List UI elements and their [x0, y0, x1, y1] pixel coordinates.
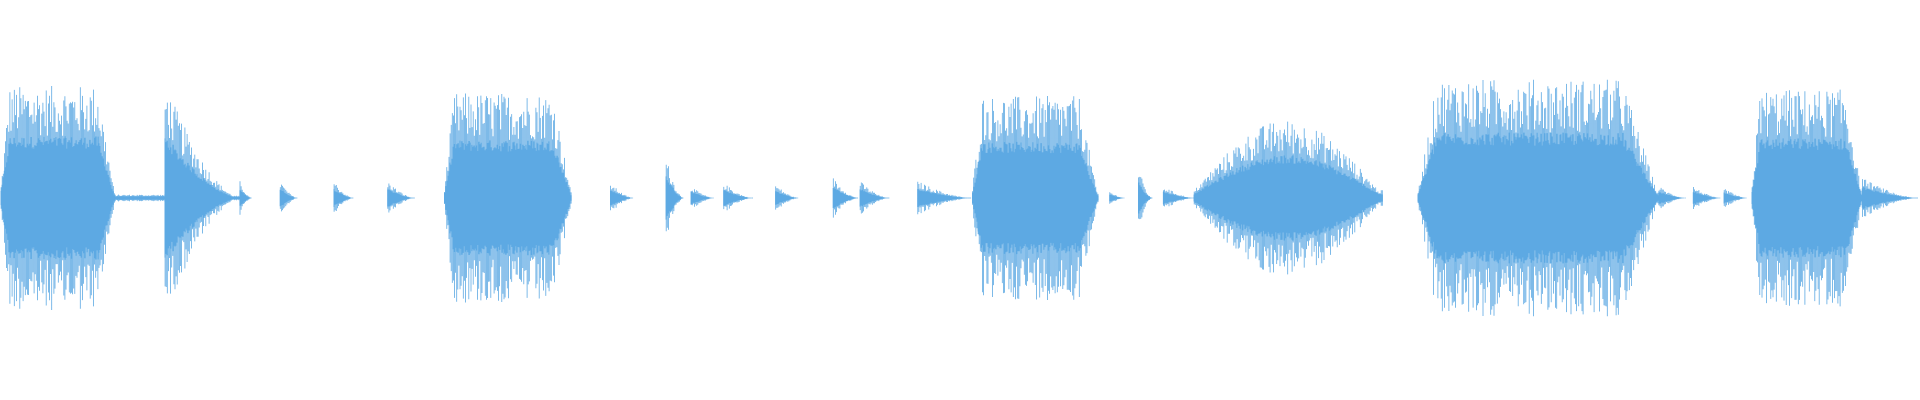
- waveform-segment: [1692, 187, 1721, 209]
- waveform-segment: [665, 164, 684, 232]
- waveform-body: [387, 189, 415, 207]
- waveform-body: [114, 196, 166, 200]
- waveform-body: [1109, 194, 1125, 202]
- waveform-body: [723, 190, 753, 206]
- waveform-body: [832, 188, 859, 208]
- waveform-body: [665, 176, 684, 220]
- waveform-body: [690, 191, 714, 205]
- waveform-body: [859, 189, 890, 207]
- waveform-body: [1692, 192, 1721, 204]
- waveform-body: [972, 141, 1099, 255]
- waveform-body: [239, 190, 252, 206]
- waveform-segment: [114, 194, 166, 202]
- waveform-body: [333, 189, 354, 207]
- waveform-segment: [1723, 189, 1747, 207]
- waveform-segment: [1162, 189, 1194, 207]
- waveform-body: [1751, 138, 1863, 258]
- waveform-body: [775, 191, 799, 205]
- waveform-segment: [859, 182, 890, 214]
- waveform-body: [1417, 132, 1659, 264]
- waveform-segment: [239, 181, 252, 215]
- waveform-segment: [387, 183, 415, 213]
- waveform-segment: [610, 185, 634, 211]
- waveform-body: [1193, 155, 1383, 241]
- waveform-segment: [1861, 179, 1918, 217]
- waveform-segment: [333, 184, 354, 212]
- waveform-segment: [279, 184, 298, 212]
- waveform-body: [610, 190, 634, 206]
- waveform-segment: [832, 178, 859, 218]
- waveform-segment: [723, 185, 753, 211]
- waveform-segment: [917, 181, 972, 215]
- waveform-segment: [1138, 176, 1153, 220]
- waveform-body: [1138, 182, 1153, 214]
- waveform-body: [1861, 187, 1918, 209]
- waveform-body: [1658, 192, 1686, 204]
- waveform-body: [917, 189, 972, 207]
- waveform-segment: [775, 186, 799, 210]
- waveform-segment: [1109, 192, 1125, 204]
- waveform-segment: [1658, 187, 1686, 209]
- waveform-body: [0, 136, 115, 260]
- waveform-segment: [690, 189, 714, 207]
- waveform-segment: [164, 102, 241, 294]
- waveform-body: [1162, 191, 1194, 205]
- waveform-segment: [1193, 121, 1383, 275]
- waveform-segment: [0, 86, 115, 310]
- waveform-body: [279, 189, 298, 207]
- waveform-segment: [1751, 89, 1863, 307]
- waveform-body: [164, 138, 241, 258]
- waveform-body: [1723, 192, 1747, 204]
- waveform-segment: [1417, 79, 1659, 317]
- waveform-segment: [972, 96, 1099, 300]
- waveform-segment: [444, 93, 572, 303]
- waveform-body: [444, 140, 572, 256]
